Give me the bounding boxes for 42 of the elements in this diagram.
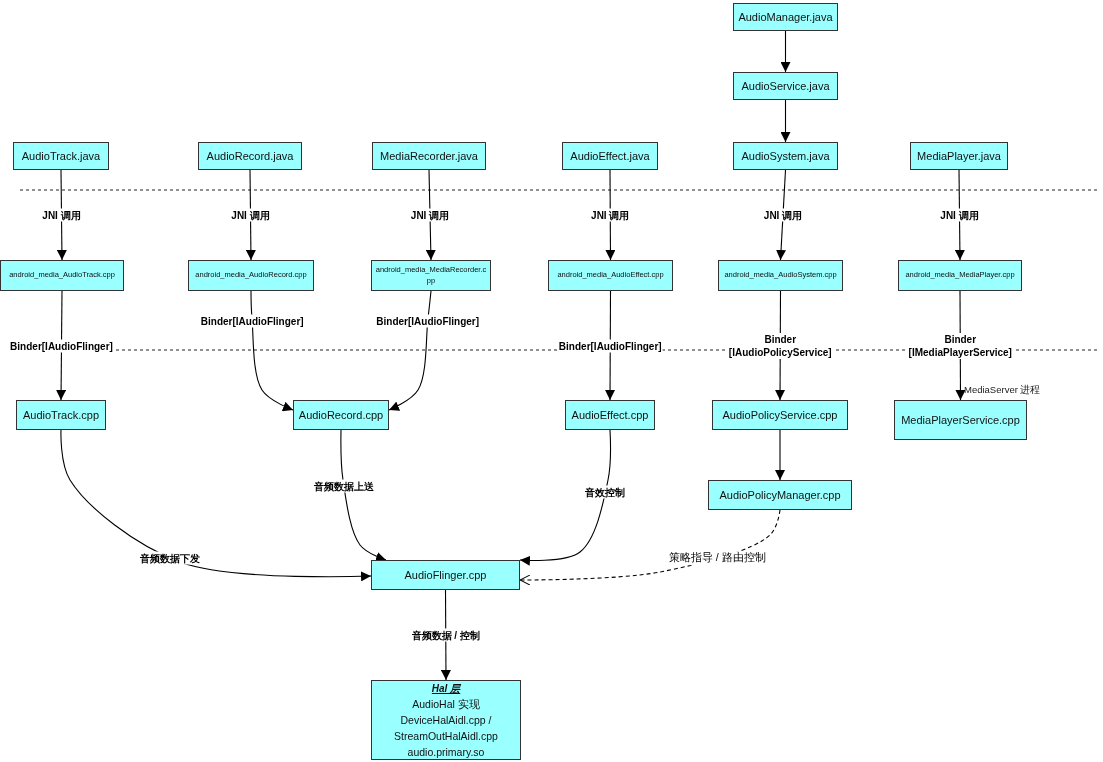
- process-box: MediaPlayerService.cpp: [894, 400, 1027, 440]
- process-box: AudioRecord.java: [198, 142, 302, 170]
- edge-label: JNI 调用: [939, 208, 980, 222]
- arrow: [775, 429, 785, 481]
- arrow: [60, 429, 372, 582]
- arrow: [340, 429, 387, 562]
- edge-label: 策略指导 / 路由控制: [667, 551, 767, 566]
- edge-label: 音频数据下发: [139, 551, 202, 565]
- edge-label: JNI 调用: [41, 208, 82, 222]
- process-box: AudioSystem.java: [733, 142, 838, 170]
- process-box: AudioEffect.cpp: [565, 400, 655, 430]
- process-box: AudioManager.java: [733, 3, 838, 31]
- process-box: AudioEffect.java: [562, 142, 658, 170]
- edge-label: JNI 调用: [590, 208, 631, 222]
- edge-label: Binder[IAudioFlinger]: [375, 314, 481, 328]
- process-box: AudioTrack.cpp: [16, 400, 106, 430]
- edge-label: 音频数据上送: [312, 479, 375, 493]
- edge-label: Binder [IAudioPolicyService]: [725, 332, 836, 359]
- edge-label: JNI 调用: [409, 208, 451, 222]
- process-box: AudioTrack.java: [13, 142, 109, 170]
- arrow: [250, 290, 294, 412]
- process-box: MediaPlayer.java: [910, 142, 1008, 170]
- edge-label: Binder[IAudioFlinger]: [557, 339, 663, 352]
- arrow: [780, 30, 791, 73]
- process-box: AudioFlinger.cpp: [371, 560, 520, 590]
- node-caption: MediaServer 进程: [964, 384, 1041, 397]
- process-box: MediaRecorder.java: [372, 142, 486, 170]
- arrow: [519, 429, 611, 566]
- edge-label: JNI 调用: [762, 208, 804, 222]
- edge-label: Binder[IAudioFlinger]: [9, 339, 114, 352]
- edge-label: 音效控制: [584, 485, 627, 499]
- arrow: [780, 99, 791, 143]
- edge-label: Binder [IMediaPlayerService]: [905, 332, 1016, 359]
- process-box: AudioRecord.cpp: [293, 400, 389, 430]
- edge-label: JNI 调用: [230, 208, 271, 222]
- process-box: AudioService.java: [733, 72, 838, 100]
- process-box: Hal 层 AudioHal 实现 DeviceHalAidl.cpp / StreamOutHalAidl.cpp audio.primary.so: [371, 680, 521, 760]
- arrow: [388, 290, 432, 411]
- process-box: AudioPolicyService.cpp: [712, 400, 848, 430]
- edge-label: 音频数据 / 控制: [410, 628, 481, 642]
- edge-label: Binder[IAudioFlinger]: [199, 314, 305, 328]
- process-box: AudioPolicyManager.cpp: [708, 480, 852, 510]
